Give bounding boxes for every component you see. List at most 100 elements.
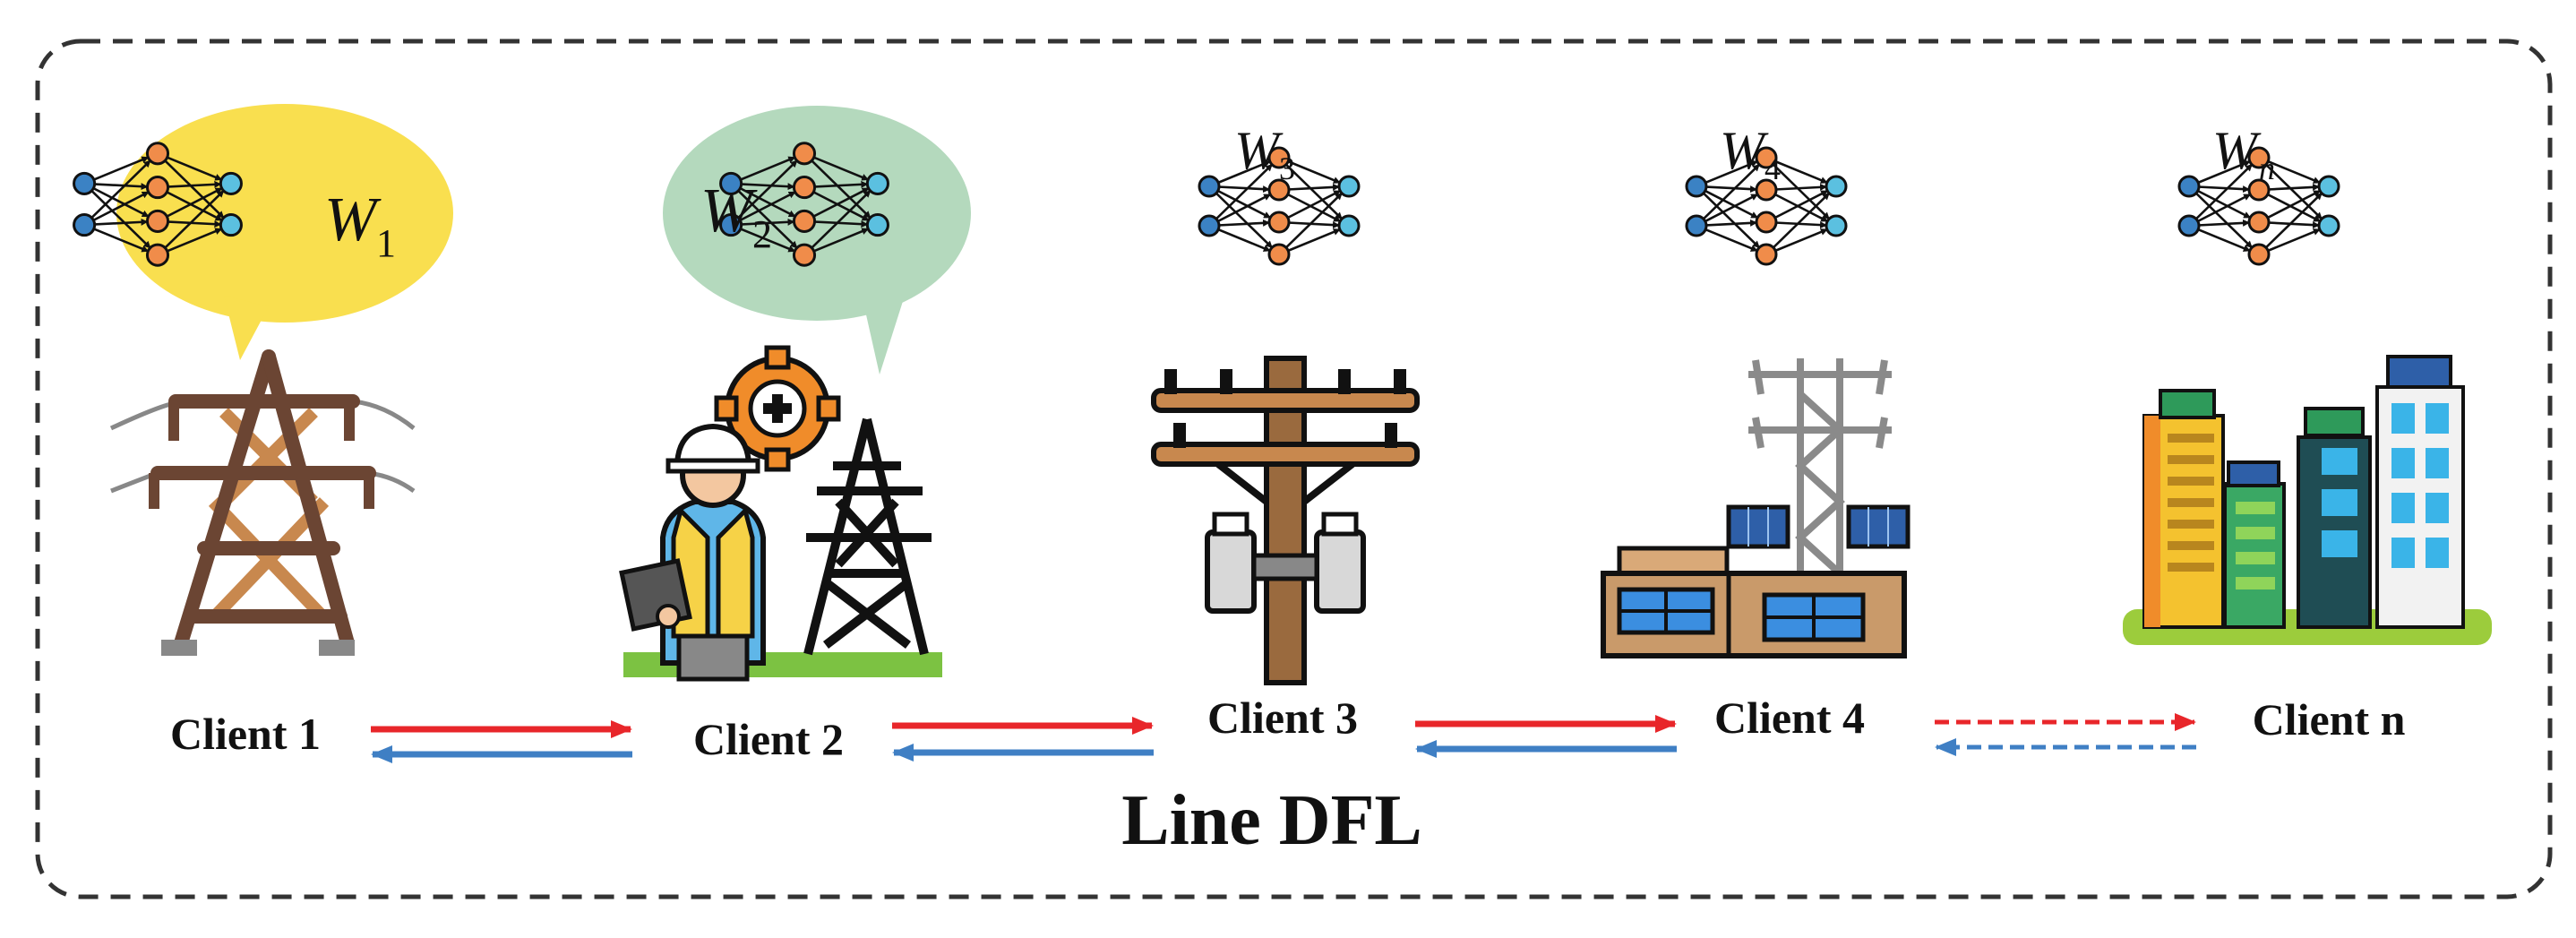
link-client2-client3 — [892, 717, 1154, 762]
nn-edge — [2188, 185, 2254, 249]
diagram-frame — [35, 39, 2553, 899]
nn-node — [1755, 146, 1778, 169]
nn-edge — [1278, 192, 1344, 255]
client-1-speech-bubble — [116, 104, 453, 360]
nn-edge — [730, 191, 796, 227]
nn-node — [2247, 146, 2271, 169]
svg-text:W: W — [1234, 121, 1284, 180]
nn-node — [145, 142, 170, 166]
svg-text:W: W — [2212, 121, 2262, 180]
weight-label-client-2: W 2 — [700, 176, 772, 256]
nn-node — [719, 213, 743, 237]
nn-node — [73, 171, 97, 195]
nn-node — [73, 213, 97, 237]
nn-node — [219, 171, 243, 195]
nn-node — [1685, 214, 1708, 237]
nn-edge — [1208, 185, 1272, 219]
utility-pole-transformer-icon — [1151, 356, 1420, 685]
nn-node — [2317, 214, 2340, 237]
nn-node — [1198, 175, 1221, 198]
nn-edge — [1208, 163, 1274, 227]
nn-edge — [157, 190, 225, 256]
nn-node — [145, 209, 170, 233]
nn-edge — [2188, 185, 2252, 219]
solar-buildings-icon — [2123, 355, 2492, 645]
client-4-label: Client 4 — [1714, 693, 1865, 743]
nn-edge — [803, 190, 872, 256]
nn-edge — [803, 187, 870, 223]
neural-network-icon — [1685, 146, 1848, 266]
nn-edge — [1208, 185, 1274, 249]
nn-edge — [1765, 192, 1831, 255]
nn-node — [792, 209, 817, 233]
nn-node — [1755, 211, 1778, 234]
diagram-title: Line DFL — [1121, 781, 1422, 860]
nn-node — [865, 213, 889, 237]
nn-edge — [1696, 193, 1759, 228]
nn-edge — [2258, 189, 2322, 224]
nn-node — [1267, 178, 1291, 202]
weight-label-client-3: W 3 — [1234, 121, 1295, 186]
nn-node — [1755, 243, 1778, 266]
nn-edge — [2188, 193, 2252, 228]
client-2-label: Client 2 — [693, 714, 844, 764]
nn-node — [2247, 243, 2271, 266]
nn-edge — [1765, 189, 1829, 224]
nn-node — [1337, 214, 1361, 237]
svg-text:1: 1 — [376, 221, 396, 265]
nn-node — [145, 243, 170, 267]
nn-edge — [730, 182, 798, 249]
neural-network-icon — [73, 142, 243, 267]
nn-edge — [83, 182, 150, 218]
nn-node — [1825, 214, 1848, 237]
nn-edge — [83, 182, 151, 249]
svg-text:2: 2 — [752, 212, 772, 256]
nn-edge — [157, 187, 223, 223]
weight-label-client-4: W 4 — [1720, 121, 1781, 186]
nn-node — [792, 142, 817, 166]
nn-node — [2177, 175, 2201, 198]
client-n-label: Client n — [2253, 694, 2406, 744]
nn-node — [1267, 211, 1291, 234]
nn-node — [719, 171, 743, 195]
nn-node — [1825, 175, 1848, 198]
nn-node — [792, 176, 817, 200]
neural-network-icon — [2177, 146, 2340, 266]
weight-label-client-n: W n — [2212, 121, 2275, 186]
nn-node — [2317, 175, 2340, 198]
nn-node — [1337, 175, 1361, 198]
nn-node — [145, 176, 170, 200]
nn-edge — [1696, 163, 1761, 227]
nn-edge — [730, 159, 798, 227]
gear-icon — [714, 345, 841, 472]
nn-node — [1267, 243, 1291, 266]
nn-edge — [1696, 185, 1759, 219]
nn-edge — [83, 191, 150, 227]
neural-network-icon — [1198, 146, 1361, 266]
weight-label-client-1: W 1 — [324, 185, 396, 265]
client-2-speech-bubble — [663, 106, 971, 374]
nn-node — [792, 243, 817, 267]
nn-node — [2247, 178, 2271, 202]
nn-node — [1267, 146, 1291, 169]
nn-edge — [730, 182, 796, 218]
nn-node — [2247, 211, 2271, 234]
client-1-label: Client 1 — [170, 709, 321, 759]
svg-text:W: W — [1720, 121, 1769, 180]
svg-text:n: n — [2259, 151, 2275, 186]
nn-node — [1755, 178, 1778, 202]
nn-edge — [2188, 163, 2254, 227]
link-client4-clientn — [1935, 713, 2196, 756]
nn-edge — [2258, 192, 2323, 255]
neural-network-icon — [719, 142, 889, 267]
nn-edge — [1208, 193, 1272, 228]
nn-node — [2177, 214, 2201, 237]
nn-node — [1198, 214, 1221, 237]
engineer-with-pylon-icon — [619, 345, 942, 682]
nn-edge — [1278, 189, 1342, 224]
link-client3-client4 — [1415, 715, 1677, 758]
nn-node — [865, 171, 889, 195]
client-3-label: Client 3 — [1207, 693, 1358, 743]
svg-text:W: W — [700, 176, 758, 245]
